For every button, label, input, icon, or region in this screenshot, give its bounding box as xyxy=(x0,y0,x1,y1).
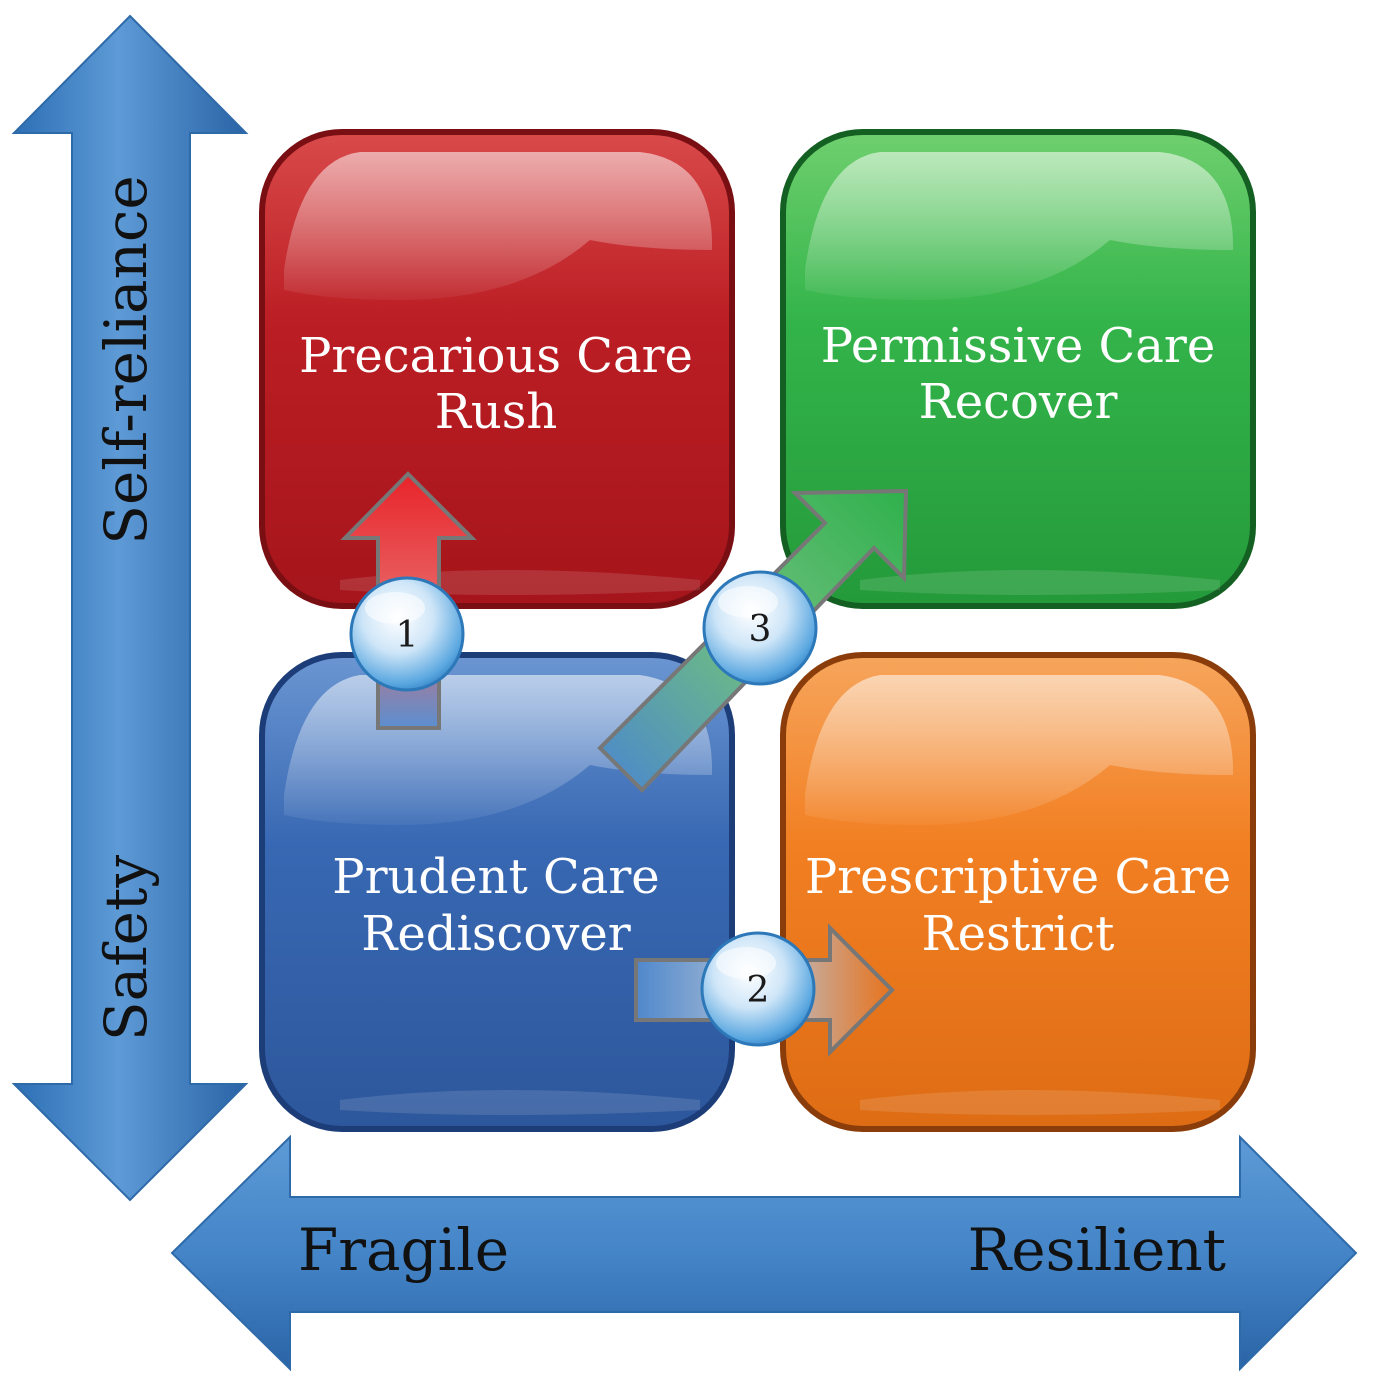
horizontal-axis-arrow xyxy=(170,1134,1358,1372)
axis-label-resilient: Resilient xyxy=(968,1216,1226,1284)
quadrant-prescriptive-care: Prescriptive Care Restrict xyxy=(780,652,1256,1132)
axis-label-self-reliance: Self-reliance xyxy=(92,175,160,545)
quadrant-title-precarious: Precarious Care xyxy=(299,328,693,384)
quadrant-subtitle-restrict: Restrict xyxy=(922,906,1115,962)
transition-badge-3: 3 xyxy=(702,570,818,686)
vertical-axis-arrow xyxy=(11,14,249,1202)
quadrant-title-prudent: Prudent Care xyxy=(332,849,659,905)
quadrant-subtitle-rush: Rush xyxy=(435,384,558,440)
transition-badge-1: 1 xyxy=(349,576,465,692)
badge-number-2: 2 xyxy=(747,970,770,1011)
axis-label-safety: Safety xyxy=(92,855,160,1041)
quadrant-title-permissive: Permissive Care xyxy=(821,318,1215,374)
transition-badge-2: 2 xyxy=(700,931,816,1047)
quadrant-precarious-care: Precarious Care Rush xyxy=(259,129,735,609)
quadrant-subtitle-recover: Recover xyxy=(919,374,1118,430)
badge-number-3: 3 xyxy=(749,609,772,650)
quadrant-title-prescriptive: Prescriptive Care xyxy=(805,849,1231,905)
quadrant-subtitle-rediscover: Rediscover xyxy=(361,906,631,962)
badge-number-1: 1 xyxy=(396,615,419,656)
axis-label-fragile: Fragile xyxy=(298,1216,509,1284)
quadrant-permissive-care: Permissive Care Recover xyxy=(780,129,1256,609)
